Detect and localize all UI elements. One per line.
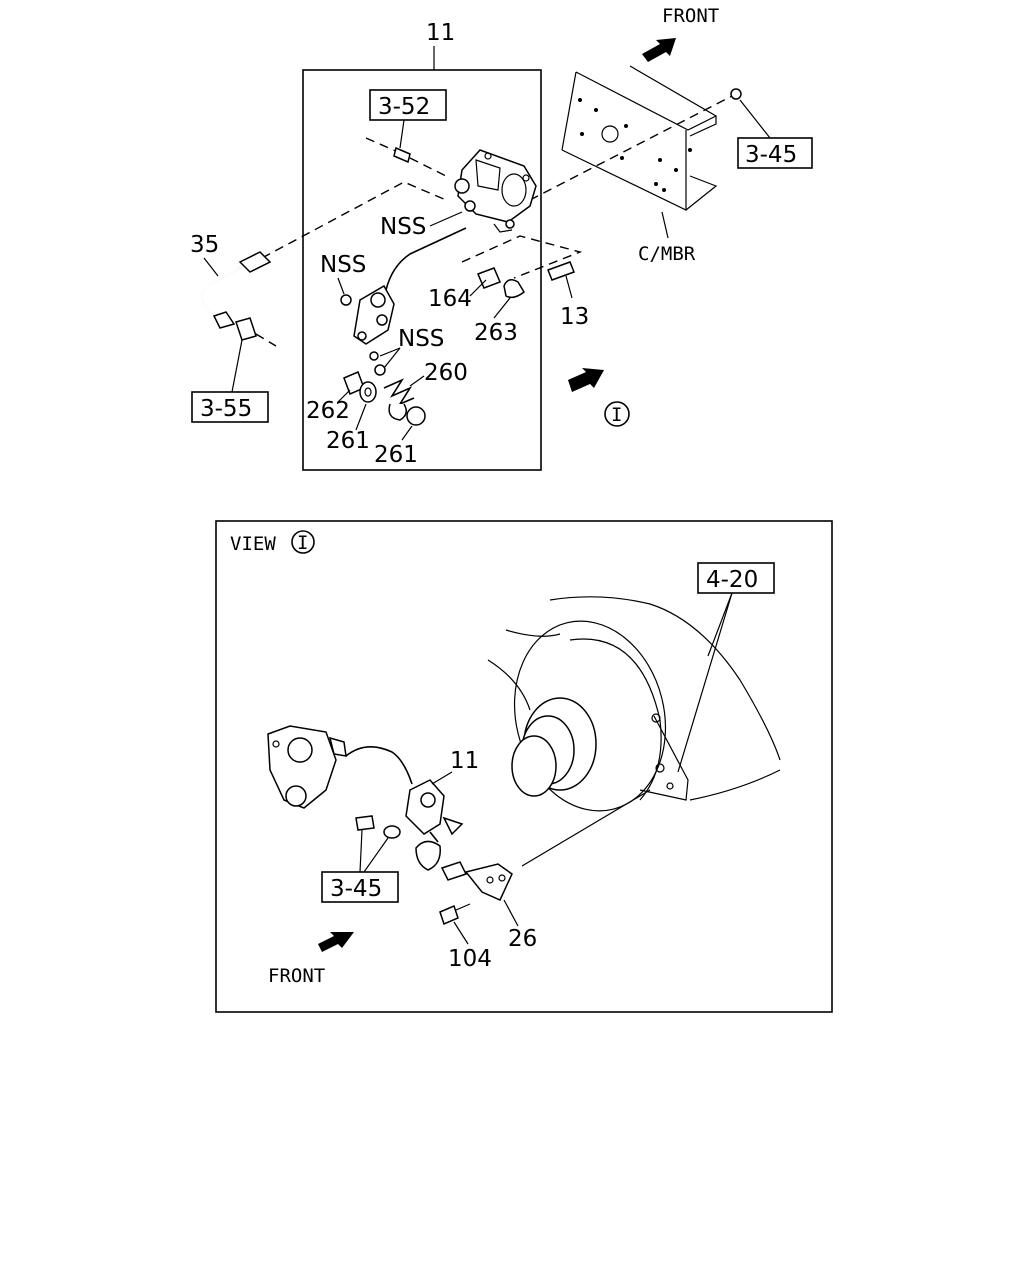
label-26: 26: [508, 926, 537, 952]
bottom-view: VIEW I 4-20: [215, 520, 833, 1013]
ref-3-55: 3-55: [200, 396, 252, 422]
ref-3-52: 3-52: [378, 94, 430, 120]
nut-icon: [730, 88, 742, 100]
view-marker-bottom: I: [297, 532, 308, 554]
label-11-bottom: 11: [450, 748, 479, 774]
label-104: 104: [448, 946, 492, 972]
label-13: 13: [560, 304, 589, 330]
front-arrow-bottom-icon: [318, 932, 354, 952]
front-arrow-icon: [642, 38, 676, 62]
assembly-boundary: [302, 69, 542, 471]
view-frame: [215, 520, 833, 1013]
view-arrow-icon: [568, 368, 604, 392]
ref-3-45-top: 3-45: [745, 142, 797, 168]
height-sensor-lower: [405, 779, 464, 836]
top-view: FRONT 11 C/MBR 3-45 3-52: [190, 5, 813, 471]
view-marker-circle: [604, 401, 630, 427]
assembly-callout-11: 11: [426, 20, 455, 46]
front-label: FRONT: [662, 5, 719, 27]
label-260: 260: [424, 360, 468, 386]
label-nss-1: NSS: [380, 214, 426, 240]
view-marker-top: I: [611, 404, 622, 426]
label-35: 35: [190, 232, 219, 258]
label-261-a: 261: [326, 428, 370, 454]
height-sensor: [353, 284, 395, 345]
view-marker-circle-bottom: [291, 530, 315, 554]
label-262: 262: [306, 398, 350, 424]
front-label-bottom: FRONT: [268, 965, 325, 987]
label-nss-3: NSS: [398, 326, 444, 352]
ref-4-20: 4-20: [706, 567, 758, 593]
frame-label-cmbr: C/MBR: [638, 243, 696, 265]
label-nss-2: NSS: [320, 252, 366, 278]
ref-box-3-52: [369, 89, 447, 121]
axle-housing: [487, 596, 781, 812]
label-263: 263: [474, 320, 518, 346]
pipe-35: [201, 251, 277, 347]
leveling-valve-lower: [267, 725, 413, 809]
ref-box-3-45-top: [737, 137, 813, 169]
valve-body: [454, 149, 537, 233]
label-164: 164: [428, 286, 472, 312]
ref-3-45-bottom: 3-45: [330, 876, 382, 902]
ref-box-3-55: [191, 391, 269, 423]
view-label: VIEW: [230, 533, 276, 555]
ref-box-4-20: [697, 562, 775, 594]
cross-member: [561, 65, 718, 211]
ref-box-3-45-bottom: [321, 871, 399, 903]
label-261-b: 261: [374, 442, 418, 468]
